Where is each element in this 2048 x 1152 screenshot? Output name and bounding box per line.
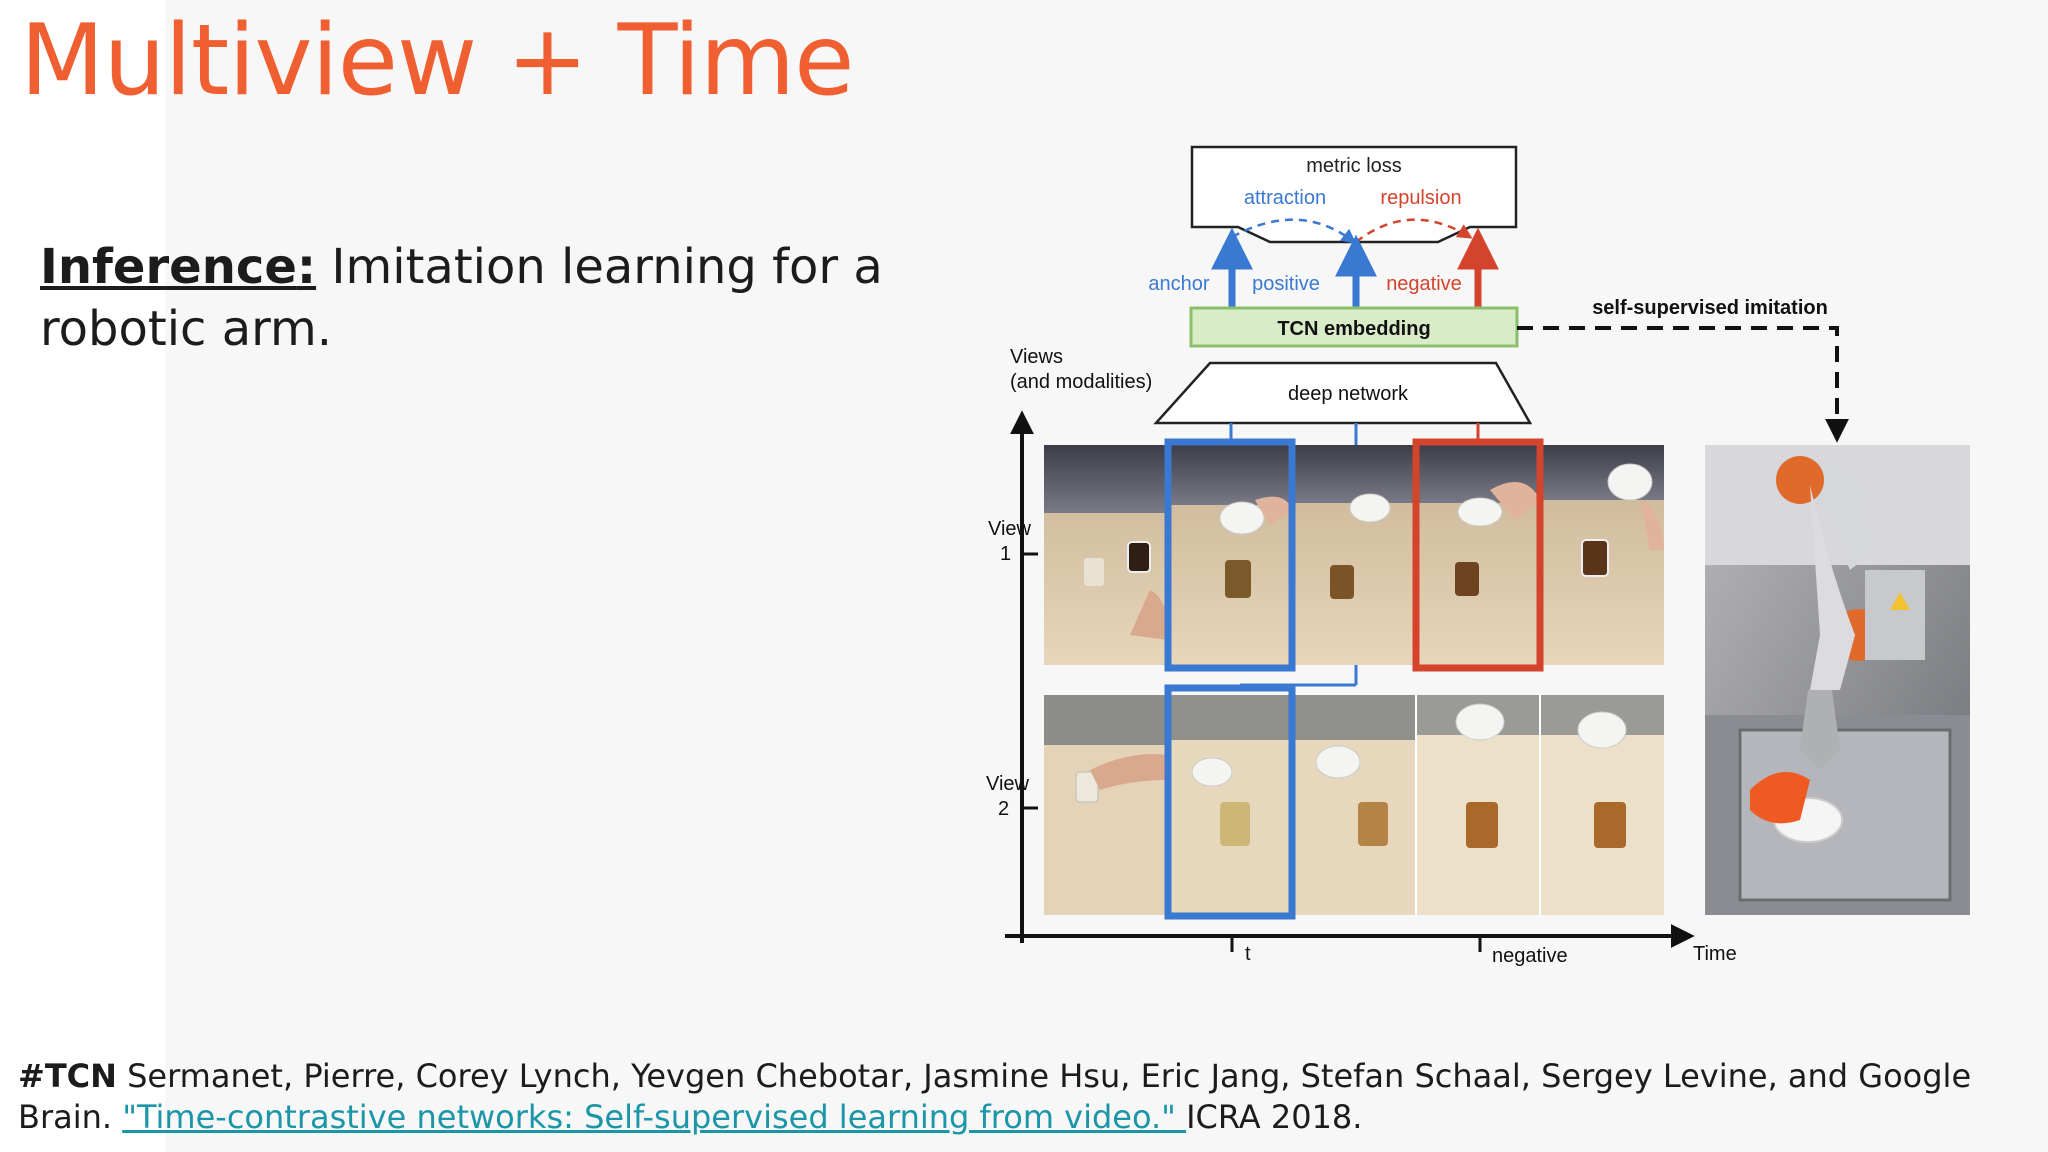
video-frame [1416, 695, 1540, 915]
imitation-arrow [1517, 326, 1849, 443]
video-frame [1292, 695, 1416, 915]
view2-number: 2 [998, 798, 1009, 820]
video-frame [1044, 445, 1169, 665]
video-frame [1292, 445, 1416, 665]
negative-highlight-box [1412, 438, 1544, 672]
repulsion-arc [1355, 218, 1473, 243]
view2-label: View [986, 773, 1030, 795]
paper-link[interactable]: "Time-contrastive networks: Self-supervi… [122, 1098, 1187, 1136]
views-label: Views [1010, 346, 1063, 368]
robot-arm-photo [1705, 445, 1970, 915]
modalities-label: (and modalities) [1010, 371, 1152, 393]
inference-colon: : [296, 239, 317, 295]
citation: #TCN Sermanet, Pierre, Corey Lynch, Yevg… [18, 1056, 1998, 1138]
inference-text-block: Inference: Imitation learning for a robo… [40, 236, 920, 360]
citation-venue: ICRA 2018. [1186, 1098, 1363, 1136]
video-frame [1540, 445, 1664, 665]
metric-loss-box: metric loss attraction repulsion [1190, 145, 1518, 244]
positive-label: positive [1252, 273, 1320, 295]
anchor-label: anchor [1148, 273, 1209, 295]
deep-network-box: deep network [1153, 361, 1533, 425]
repulsion-label: repulsion [1380, 187, 1461, 209]
deep-network-label: deep network [1288, 383, 1409, 405]
citation-tag: #TCN [18, 1057, 117, 1095]
view2-frames [1044, 695, 1664, 915]
self-supervised-label: self-supervised imitation [1592, 297, 1828, 319]
video-frame [1168, 695, 1292, 915]
video-frame [1168, 445, 1292, 665]
video-frame [1416, 445, 1540, 665]
inference-lead: Inference: [40, 239, 316, 295]
inference-description: Imitation learning for a robotic arm. [40, 239, 883, 357]
citation-authors: Sermanet, Pierre, Corey Lynch, Yevgen Ch… [18, 1057, 1972, 1136]
tcn-embedding-box: TCN embedding [1189, 306, 1519, 348]
time-label: Time [1693, 943, 1737, 965]
view1-frames [1044, 445, 1664, 665]
attraction-label: attraction [1244, 187, 1326, 209]
positive-highlight-box [1164, 684, 1296, 920]
view1-number: 1 [1000, 543, 1011, 565]
video-frame [1540, 695, 1664, 915]
slide-title: Multiview + Time [20, 4, 854, 118]
anchor-highlight-box [1164, 438, 1296, 672]
video-frame [1044, 695, 1168, 915]
negative-axis-label: negative [1492, 945, 1568, 967]
t-label: t [1245, 943, 1251, 965]
tcn-embedding-label: TCN embedding [1277, 318, 1430, 340]
tcn-diagram: metric loss attraction repulsion anchor … [950, 130, 1980, 970]
view1-label: View [988, 518, 1032, 540]
negative-label-top: negative [1386, 273, 1462, 295]
inference-label: Inference [40, 239, 297, 295]
metric-loss-label: metric loss [1306, 155, 1402, 177]
